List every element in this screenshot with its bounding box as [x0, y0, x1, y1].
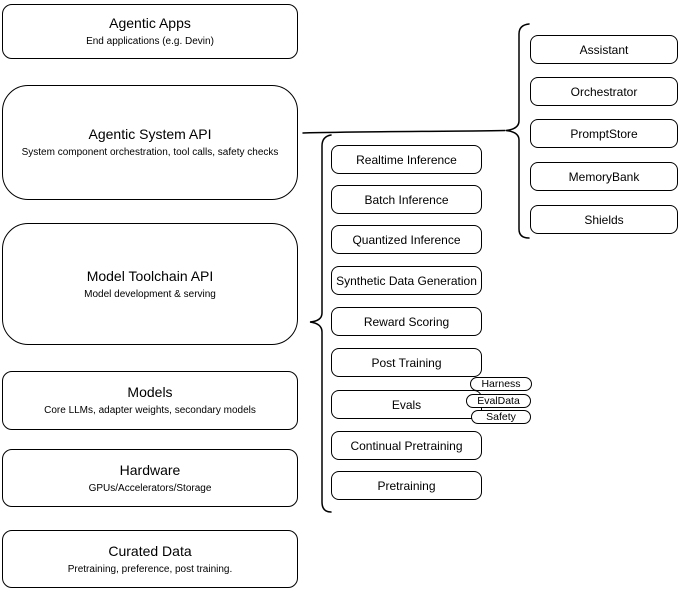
pill-label: EvalData [477, 395, 520, 407]
node-label: Shields [584, 212, 624, 227]
node-label: Continual Pretraining [350, 438, 463, 453]
system-components-brace [505, 23, 530, 239]
node-label: Post Training [371, 355, 442, 370]
node-label: Reward Scoring [363, 314, 450, 329]
node-hardware: Hardware GPUs/Accelerators/Storage [2, 449, 298, 507]
node-subtitle: System component orchestration, tool cal… [21, 147, 279, 158]
system-api-to-components-line [302, 129, 506, 134]
node-post-training: Post Training [331, 348, 482, 377]
node-label: Synthetic Data Generation [336, 273, 477, 288]
node-continual-pretraining: Continual Pretraining [331, 431, 482, 460]
node-title: Model Toolchain API [86, 267, 214, 284]
node-label: Pretraining [377, 478, 436, 493]
node-orchestrator: Orchestrator [530, 77, 678, 106]
node-title: Models [127, 384, 173, 400]
node-label: Realtime Inference [356, 152, 457, 167]
node-reward-scoring: Reward Scoring [331, 307, 482, 336]
node-label: Assistant [579, 42, 629, 57]
node-title: Agentic System API [88, 126, 212, 142]
pill-safety: Safety [471, 410, 531, 424]
node-model-toolchain-api: Model Toolchain API Model development & … [2, 223, 298, 345]
node-label: Orchestrator [570, 84, 638, 99]
node-pretraining: Pretraining [331, 471, 482, 500]
node-title: Curated Data [108, 542, 192, 559]
node-subtitle: Pretraining, preference, post training. [67, 563, 233, 575]
node-subtitle: GPUs/Accelerators/Storage [88, 482, 212, 494]
pill-harness: Harness [470, 377, 532, 391]
node-label: PromptStore [570, 126, 638, 141]
node-quantized-inference: Quantized Inference [331, 225, 482, 254]
node-subtitle: Model development & serving [84, 288, 216, 300]
node-label: MemoryBank [568, 169, 640, 184]
node-curated-data: Curated Data Pretraining, preference, po… [2, 530, 298, 588]
node-synthetic-data-generation: Synthetic Data Generation [331, 266, 482, 295]
toolchain-brace [309, 134, 332, 513]
node-models: Models Core LLMs, adapter weights, secon… [2, 371, 298, 430]
pill-evaldata: EvalData [466, 394, 531, 408]
pill-label: Safety [486, 411, 516, 423]
node-assistant: Assistant [530, 35, 678, 64]
node-subtitle: End applications (e.g. Devin) [86, 36, 214, 47]
node-label: Evals [391, 397, 422, 412]
node-agentic-system-api: Agentic System API System component orch… [2, 85, 298, 200]
node-label: Quantized Inference [352, 232, 461, 247]
node-realtime-inference: Realtime Inference [331, 145, 482, 174]
node-batch-inference: Batch Inference [331, 185, 482, 214]
node-memorybank: MemoryBank [530, 162, 678, 191]
node-title: Agentic Apps [109, 15, 191, 31]
node-evals: Evals [331, 390, 482, 419]
node-subtitle: Core LLMs, adapter weights, secondary mo… [44, 405, 256, 416]
node-shields: Shields [530, 205, 678, 234]
node-title: Hardware [119, 461, 181, 478]
node-agentic-apps: Agentic Apps End applications (e.g. Devi… [2, 4, 298, 59]
node-promptstore: PromptStore [530, 119, 678, 148]
node-label: Batch Inference [364, 192, 449, 207]
pill-label: Harness [481, 378, 521, 390]
